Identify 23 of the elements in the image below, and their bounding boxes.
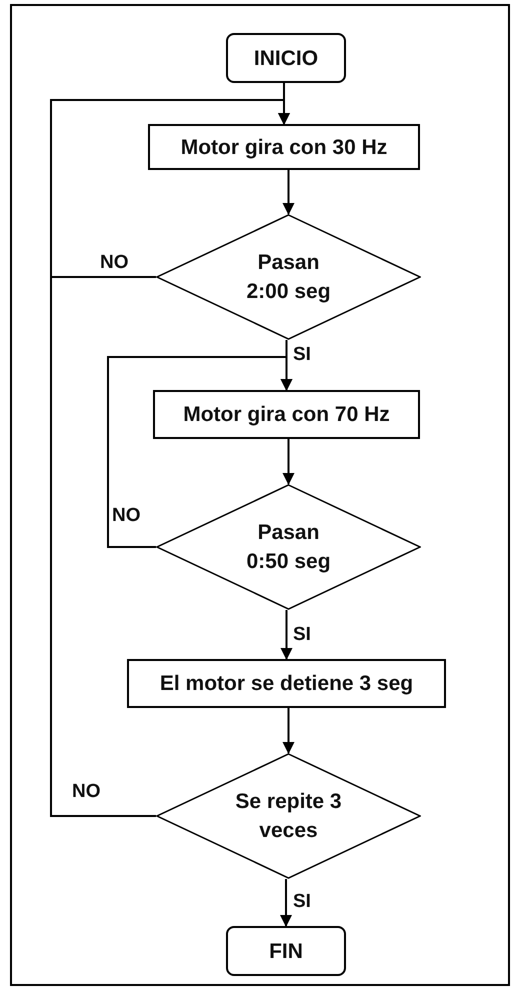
decision-diamond	[156, 753, 421, 879]
node-text: Se repite 3 veces	[234, 789, 342, 844]
terminal-box	[226, 33, 346, 83]
node-text: Pasan 0:50 seg	[245, 520, 332, 575]
arrow	[107, 356, 292, 548]
node-text: Pasan 2:00 seg	[245, 250, 332, 305]
process-box	[148, 124, 420, 170]
node-text: El motor se detiene 3 seg	[160, 671, 414, 697]
process-box	[127, 659, 446, 708]
arrow	[50, 99, 290, 817]
arrow	[280, 610, 292, 660]
process-box	[153, 390, 420, 439]
decision-diamond	[156, 214, 421, 340]
node-text: INICIO	[254, 46, 318, 72]
arrow	[280, 879, 292, 927]
terminal-box	[226, 926, 346, 976]
node-text: Motor gira con 30 Hz	[180, 134, 388, 160]
node-text: Motor gira con 70 Hz	[183, 402, 390, 428]
arrow	[282, 439, 294, 485]
decision-diamond	[156, 484, 421, 610]
node-text: FIN	[269, 938, 303, 964]
arrow	[282, 170, 294, 215]
arrow	[282, 708, 294, 754]
